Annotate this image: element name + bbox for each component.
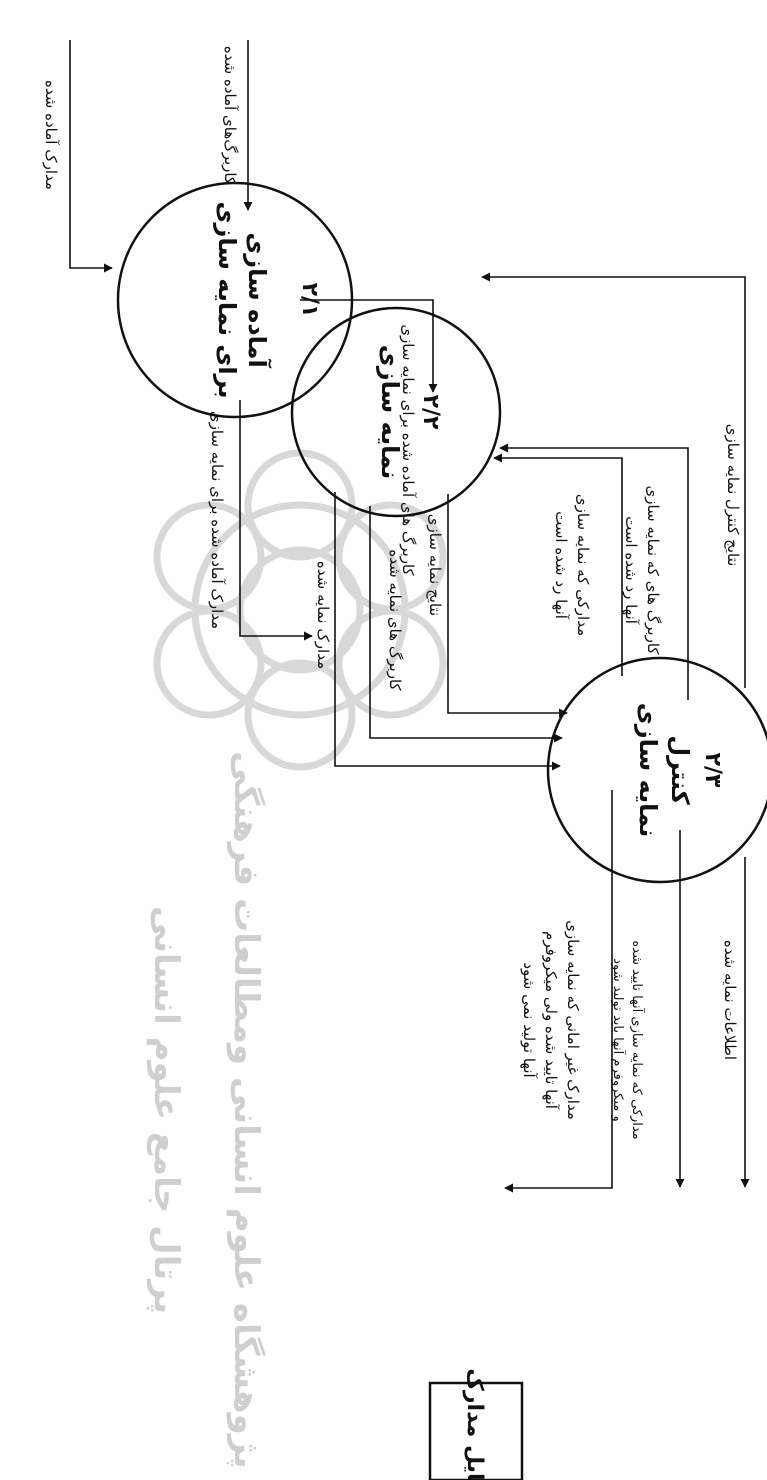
label-indexed-docs: مدارک نمایه شده <box>314 561 332 669</box>
flow-rejected-worksheets <box>499 443 689 700</box>
label-approved-microform-line-1: مدارکی که نمایه سازی آنها تایید شده <box>629 940 646 1139</box>
data-store-label: فایل مدارک <box>462 1368 487 1480</box>
label-rejected-docs-line-1: مدارکی که نمایه سازی <box>574 494 592 636</box>
label-rejected-worksheets-line-2: آنها رد شده است <box>622 516 640 625</box>
flow-control-results <box>481 272 746 688</box>
process-2-1-title-line-1: آماده سازی <box>243 232 272 368</box>
process-2-3: ۲/۳ کنترل نمایه سازی <box>546 656 767 884</box>
label-non-loan-docs-line-1: مدارک غیر امانی که نمایه سازی <box>564 920 582 1120</box>
process-2-3-circle <box>546 656 767 884</box>
flow-lines <box>69 40 750 1193</box>
process-2-3-title-line-2: نمایه سازی <box>634 703 662 837</box>
label-non-loan-docs-line-2: آنها تایید شده ولی میکروفرم <box>542 931 560 1110</box>
watermark-line-2: پرتال جامع علوم انسانی <box>146 906 186 1314</box>
label-worksheets-ready: کاربرگ های آماده شده برای نمایه سازی <box>399 324 417 576</box>
flow-rejected-docs <box>493 453 623 676</box>
watermark-rosette <box>153 449 447 771</box>
label-in-docs: مدارک آماده شده <box>42 80 60 190</box>
watermark-text: پژوهشگاه علوم انسانی ومطالعات فرهنگی پرت… <box>146 751 266 1468</box>
flow-worksheets-to-2-2 <box>300 299 438 393</box>
process-2-3-title-line-1: کنترل <box>666 735 694 804</box>
label-approved-microform-line-2: و میکروفرم آنها باید تولید شود <box>610 958 627 1122</box>
flow-indexed-worksheets <box>369 506 563 743</box>
flow-in-docs <box>69 40 113 273</box>
data-store-box <box>428 1381 524 1480</box>
process-2-3-number: ۲/۳ <box>700 753 725 788</box>
label-indexed-worksheets: کاربرگ های نمایه شده <box>386 549 404 691</box>
data-store: فایل مدارک <box>428 1368 524 1480</box>
label-rejected-docs-line-2: آنها رد شده است <box>552 511 570 620</box>
process-2-1-title-line-2: برای نمایه سازی <box>213 202 241 399</box>
flow-indexed-docs <box>334 492 561 771</box>
label-indexing-results: نتایج نمایه سازی <box>426 514 444 616</box>
process-2-2-circle <box>290 306 502 518</box>
process-2-2-number: ۲/۲ <box>418 395 443 430</box>
flow-indexing-results <box>447 494 568 718</box>
process-2-2-title-line-1: نمایه سازی <box>376 345 404 479</box>
flow-to-file <box>504 790 613 1193</box>
label-control-results: نتایج کنترل نمایه سازی <box>724 424 742 567</box>
label-indexed-info: اطلاعات نمایه شده <box>721 940 739 1060</box>
flow-docs-to-2-2 <box>239 400 313 641</box>
watermark-line-1: پژوهشگاه علوم انسانی ومطالعات فرهنگی <box>226 751 266 1468</box>
process-2-2: ۲/۲ نمایه سازی <box>290 306 502 518</box>
label-docs-ready: مدارک آماده شده برای نمایه سازی <box>208 411 226 629</box>
label-non-loan-docs-line-3: آنها تولید نمی شود <box>520 962 538 1078</box>
label-in-worksheets: کاربرگ‌های آماده شده <box>221 46 239 185</box>
label-rejected-worksheets-line-1: کاربرگ های که نمایه سازی <box>644 485 662 655</box>
